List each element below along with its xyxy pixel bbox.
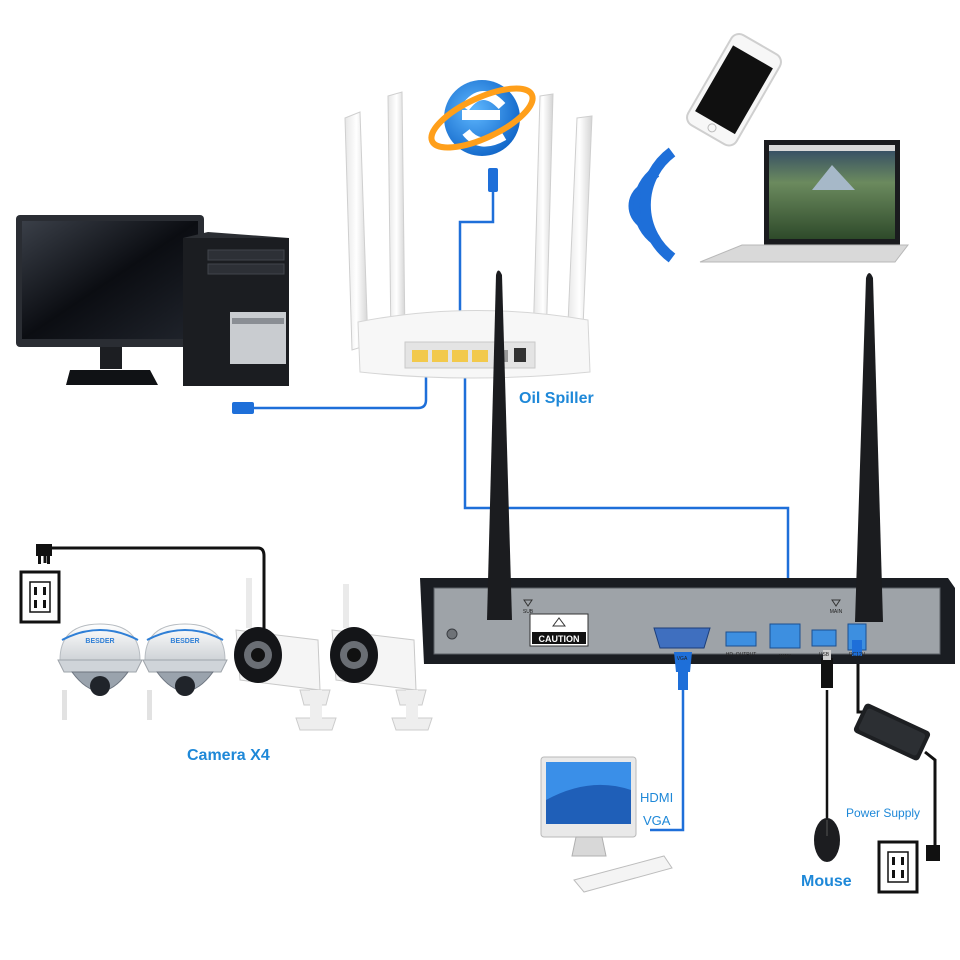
nvr-caution-text: CAUTION [539, 634, 580, 644]
display-monitor [540, 756, 673, 893]
internet-explorer-icon [428, 80, 536, 156]
usb-plug [821, 650, 833, 688]
cable-vga [650, 690, 685, 832]
bullet-camera-1 [234, 578, 337, 731]
cable-adapter-wall [924, 750, 937, 845]
cameras-label: Camera X4 [187, 747, 270, 764]
power-adapter [853, 703, 931, 761]
dc-plug [852, 640, 862, 656]
mouse-device [814, 818, 840, 862]
rj45-plugs [232, 168, 795, 616]
power-supply-label: Power Supply [846, 806, 921, 820]
mouse-label: Mouse [801, 873, 852, 890]
nvr-port-wan: WAN [779, 654, 791, 660]
nvr-antenna-left-label: SUB [523, 609, 534, 615]
vga-plug [674, 652, 692, 690]
desktop-computer [16, 215, 289, 386]
cable-internet-router [458, 190, 495, 330]
nvr-port-hdmi: HD_OUTPUT [726, 652, 757, 658]
nvr-antenna-right-label: MAIN [830, 609, 843, 615]
wifi-signal-icon [628, 147, 676, 263]
wall-outlet-left [19, 544, 61, 624]
nvr-port-dc: DC12V [849, 652, 866, 658]
nvr-antennas [487, 270, 883, 622]
smartphone [686, 32, 782, 147]
nvr-port-vga: VGA [677, 656, 688, 662]
dome-camera-1 [57, 623, 143, 720]
router-label: Oil Spiller [519, 390, 594, 407]
cable-router-pc [252, 362, 428, 410]
router [344, 91, 593, 379]
vga-label: VGA [643, 813, 671, 828]
cable-router-nvr [463, 362, 790, 610]
camera-brand-2: BESDER [170, 638, 199, 645]
hdmi-label: HDMI [640, 790, 674, 805]
cable-camera-power [43, 546, 266, 630]
ethernet-cables [252, 190, 790, 610]
camera-brand-1: BESDER [85, 638, 114, 645]
dome-camera-2 [142, 623, 228, 720]
wall-outlet-right [877, 840, 940, 894]
laptop [699, 140, 910, 263]
nvr-port-usb: USB [819, 652, 830, 658]
bullet-camera-2 [330, 584, 433, 731]
